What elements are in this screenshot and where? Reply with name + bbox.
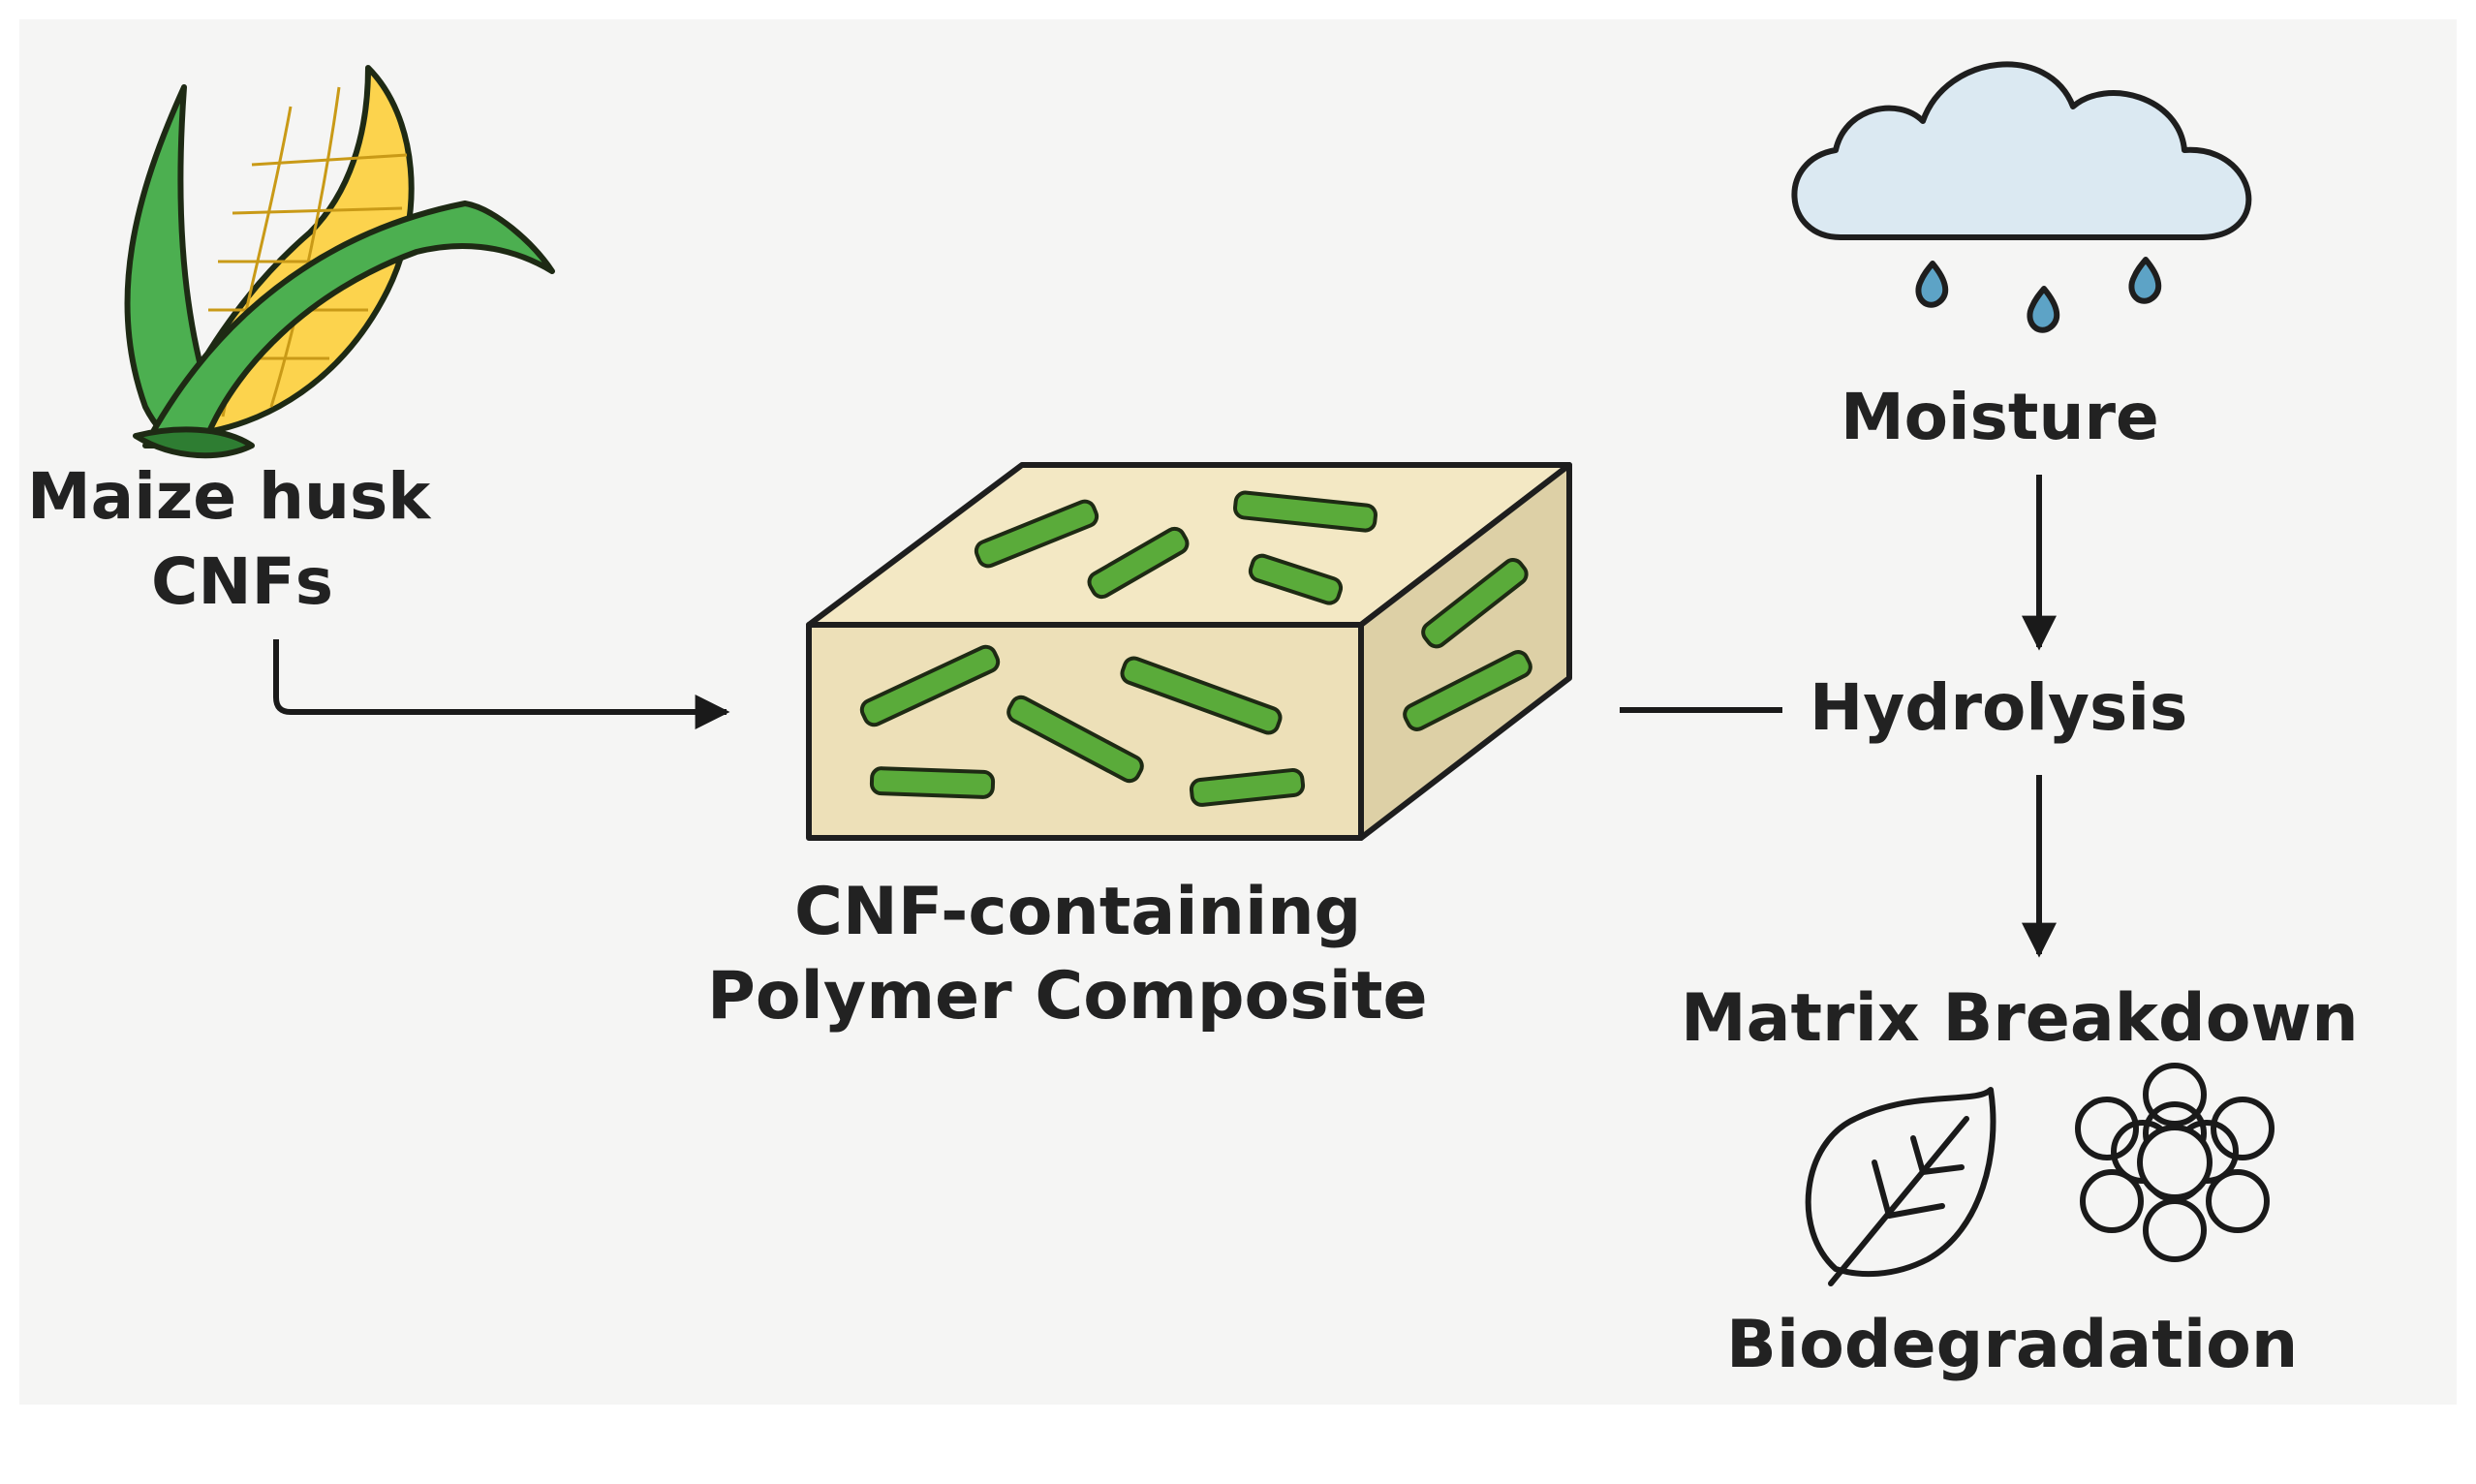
moisture-label: Moisture: [1841, 380, 2159, 454]
fiber: [1120, 656, 1283, 735]
fiber: [974, 499, 1099, 569]
composite-label-line2: Polymer Composite: [707, 958, 1428, 1035]
maize-label-line1: Maize husk: [27, 459, 431, 534]
flower-icon: [2075, 1063, 2275, 1262]
rain-cloud-icon: [1791, 61, 2252, 333]
maize-label-line2: CNFs: [151, 544, 334, 619]
fiber: [1189, 767, 1306, 807]
arrow-maize-to-composite: [273, 639, 730, 729]
corn-cob-icon: [124, 65, 555, 459]
leaf-icon: [1805, 1087, 1996, 1286]
composite-label-line1: CNF-containing: [794, 874, 1362, 950]
raindrop: [2027, 286, 2060, 333]
raindrop: [2128, 257, 2162, 304]
matrix-breakdown-label: Matrix Breakdown: [1681, 980, 2359, 1057]
fiber: [1087, 526, 1190, 600]
fiber: [1421, 558, 1529, 649]
fiber: [859, 644, 1001, 727]
fiber: [869, 766, 996, 799]
biodegradation-label: Biodegradation: [1726, 1307, 2299, 1383]
fiber: [1233, 490, 1377, 533]
fiber: [1248, 553, 1344, 605]
fiber: [1403, 650, 1532, 731]
hydrolysis-label: Hydrolysis: [1810, 670, 2188, 745]
raindrop: [1915, 261, 1949, 308]
cnf-fibers: [859, 490, 1532, 807]
fiber: [1006, 695, 1144, 784]
